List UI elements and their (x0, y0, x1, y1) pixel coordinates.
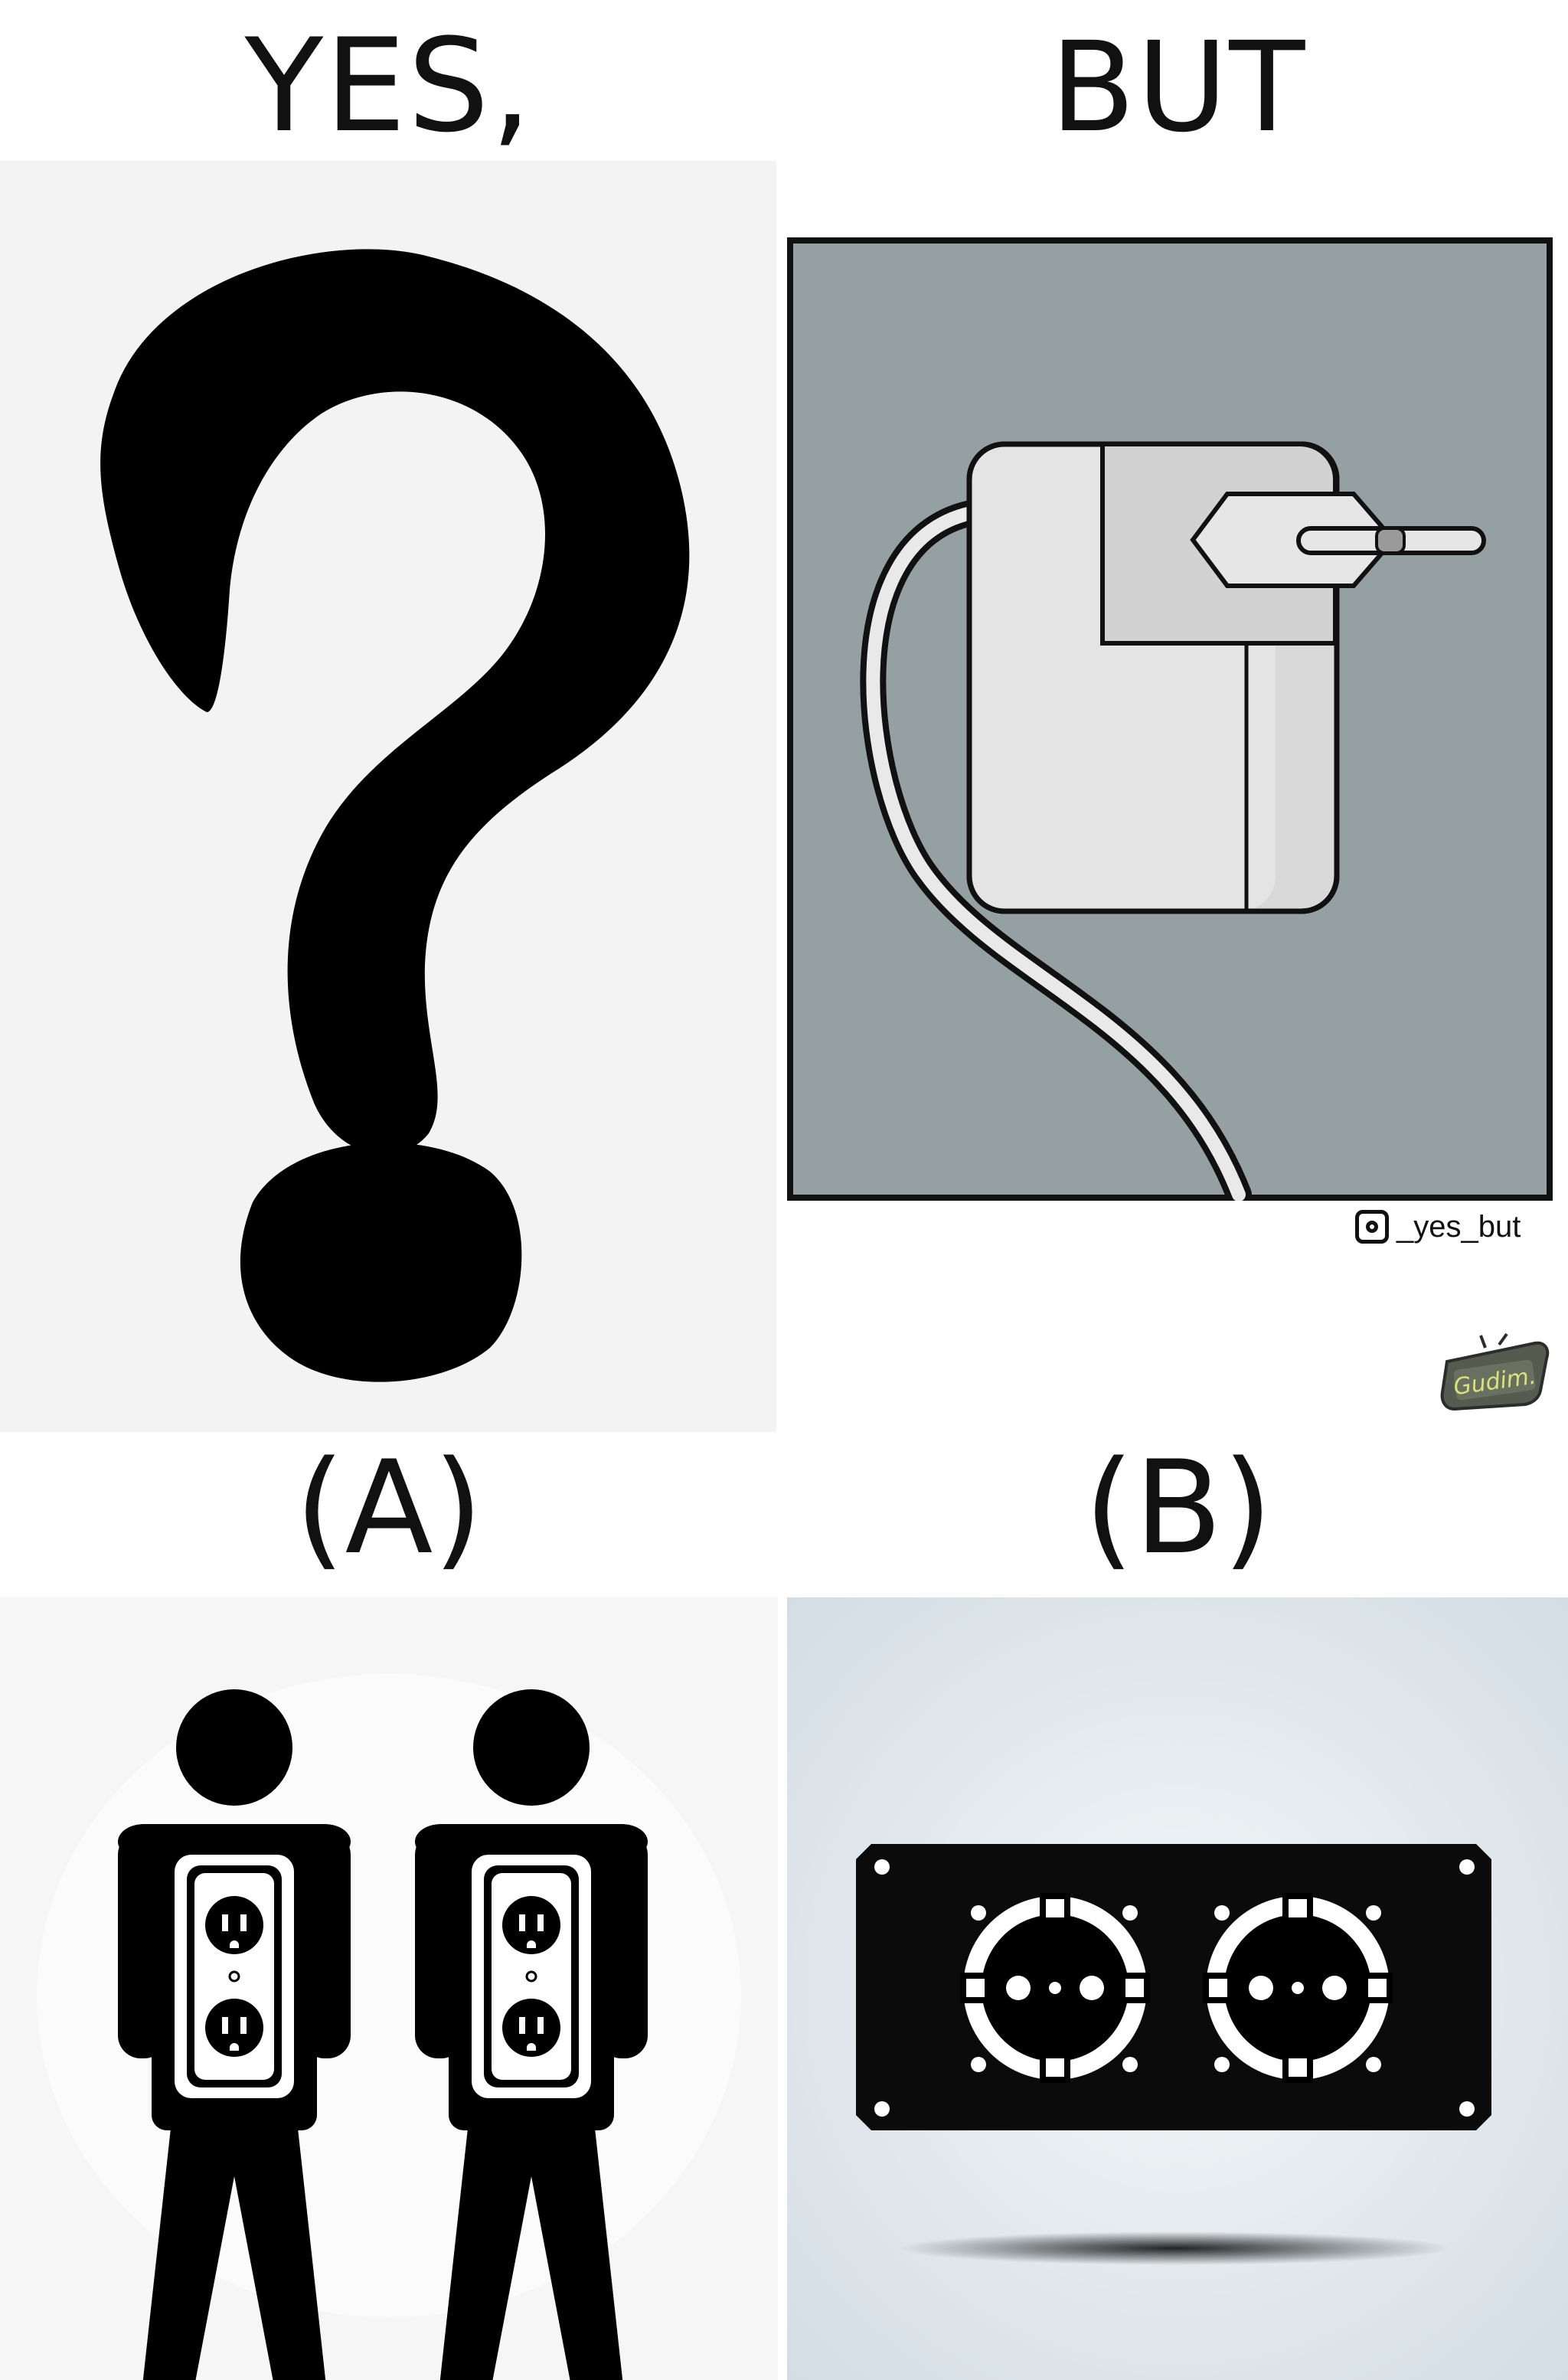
heading-option-b: (B) (1083, 1433, 1273, 1583)
double-socket-icon (856, 1844, 1491, 2130)
gudim-logo-icon: Gudim. (1439, 1331, 1551, 1417)
charger-panel (787, 237, 1553, 1201)
question-mark-icon (100, 249, 690, 1382)
instagram-icon (1355, 1210, 1389, 1244)
charger-icon (966, 441, 1486, 914)
heading-yes: YES, (244, 11, 534, 161)
credit-handle: _yes_but (1396, 1209, 1521, 1244)
socket-shadow (899, 2231, 1450, 2265)
socket-panel (787, 1597, 1568, 2380)
heading-option-a: (A) (294, 1433, 483, 1583)
instagram-credit: _yes_but (1355, 1207, 1521, 1247)
outlet-people-panel (0, 1597, 778, 2380)
heading-but: BUT (1050, 16, 1307, 160)
question-mark-panel (0, 161, 776, 1432)
